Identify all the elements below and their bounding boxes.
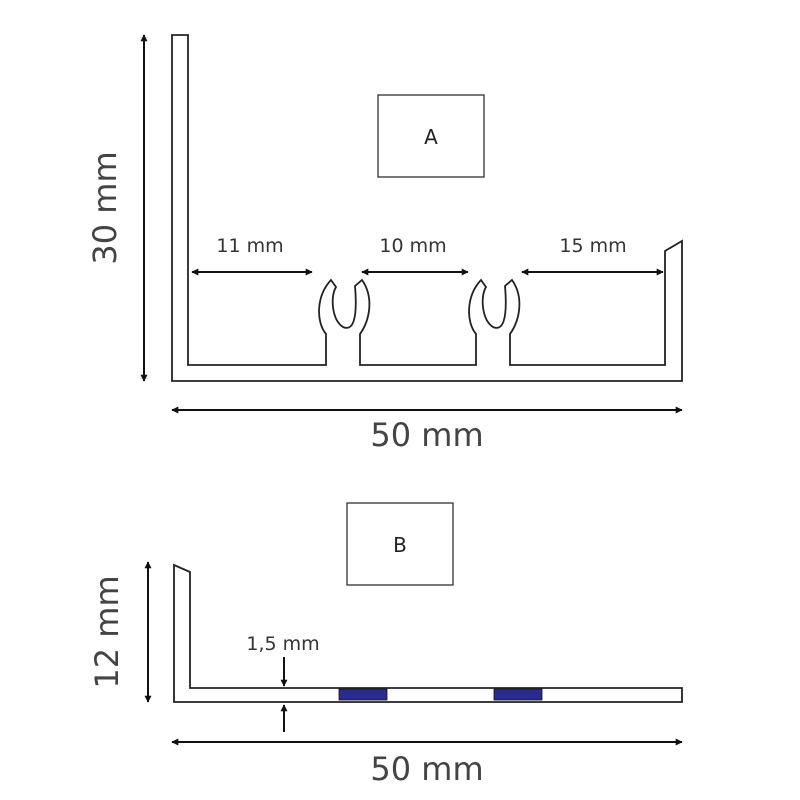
profile-a-label-box — [377, 94, 485, 178]
profile-b-label: B — [393, 533, 407, 557]
profile-a-outline — [171, 34, 683, 382]
profile-b-width-label: 50 mm — [370, 750, 483, 788]
gap-2-label: 10 mm — [379, 235, 446, 257]
profile-b-label-box — [346, 502, 454, 586]
profile-a-height-label: 30 mm — [86, 151, 124, 264]
profile-b-height-label: 12 mm — [88, 575, 126, 688]
profile-a-width-label: 50 mm — [370, 416, 483, 454]
profile-a-label: A — [424, 125, 438, 149]
adhesive-strip — [338, 688, 388, 701]
gap-1-label: 11 mm — [216, 235, 283, 257]
profile-b-outline — [173, 563, 683, 703]
profile-a: A 30 mm 50 mm 11 mm 10 mm 15 mm — [86, 34, 683, 454]
profile-b-thickness-label: 1,5 mm — [246, 633, 319, 655]
gap-3-label: 15 mm — [559, 235, 626, 257]
adhesive-strip — [493, 688, 543, 701]
profile-b: B 12 mm 1,5 mm 50 mm — [88, 502, 683, 788]
